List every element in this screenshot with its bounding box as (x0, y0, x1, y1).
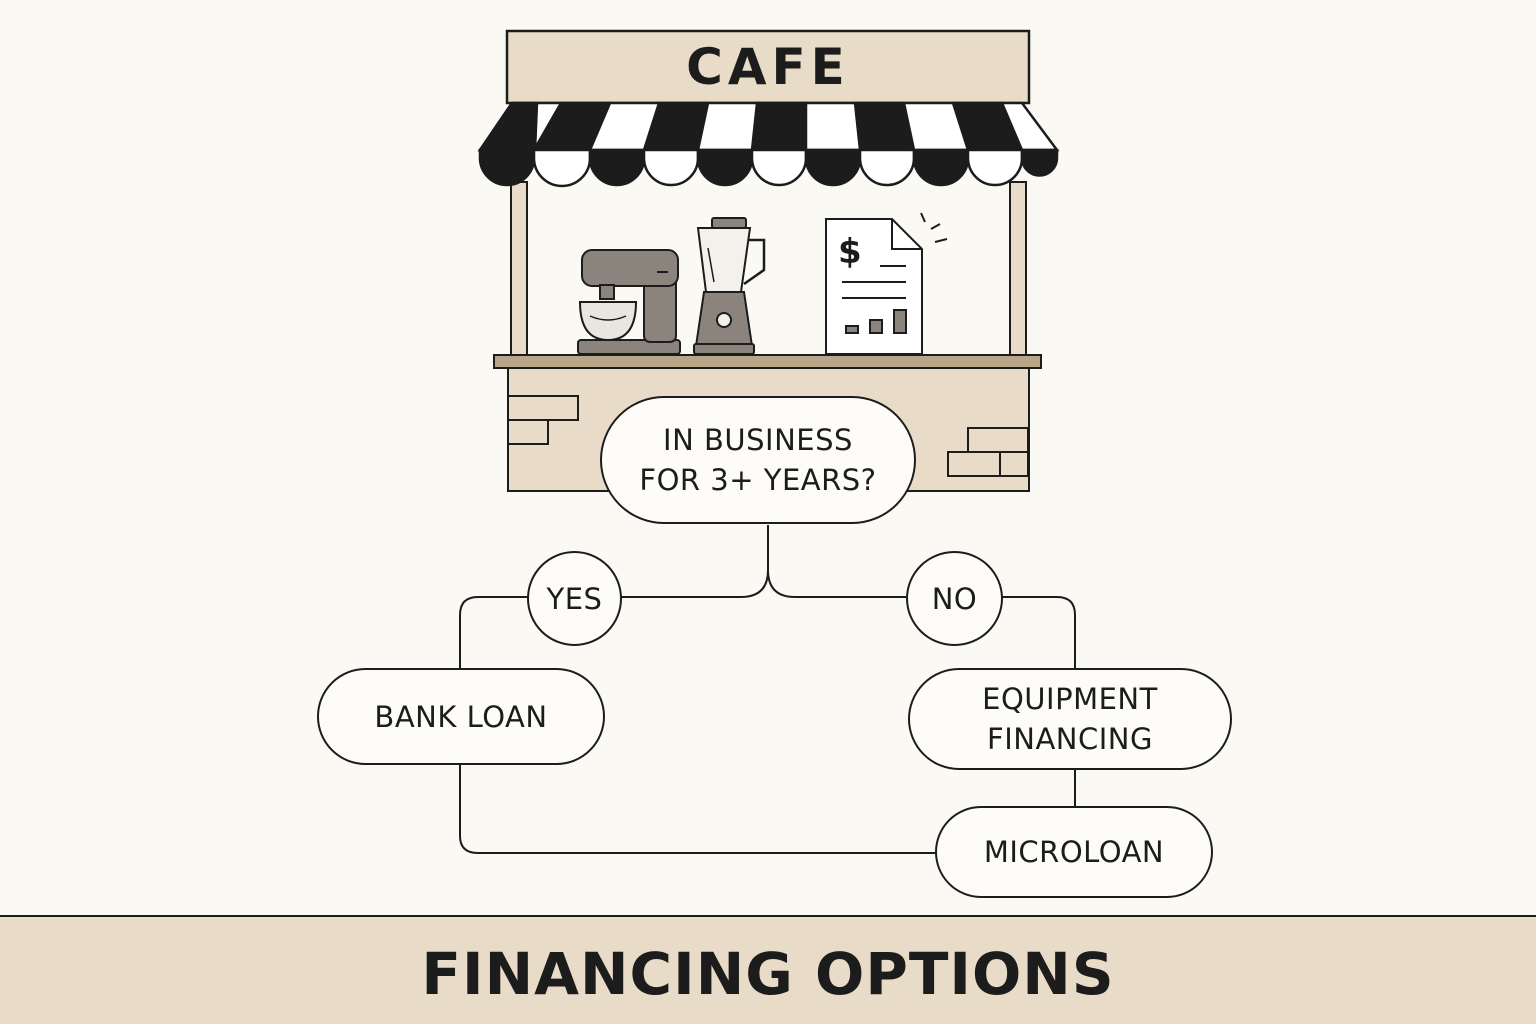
footer-banner: FINANCING OPTIONS (0, 915, 1536, 1024)
footer-title: FINANCING OPTIONS (421, 939, 1115, 1008)
equipment-financing-node: EQUIPMENT FINANCING (908, 668, 1232, 770)
yes-label: YES (546, 581, 603, 616)
question-line-1: IN BUSINESS (663, 423, 853, 457)
bank-loan-label: BANK LOAN (374, 699, 548, 734)
flowchart-connectors (459, 525, 1076, 854)
question-line-2: FOR 3+ YEARS? (639, 463, 877, 497)
counter-top (493, 354, 1042, 369)
equipment-financing-line-1: EQUIPMENT (982, 682, 1158, 716)
no-label: NO (931, 581, 978, 616)
cafe-sign-text: CAFE (686, 38, 850, 96)
stand-mixer-icon (577, 249, 681, 355)
equipment-financing-line-2: FINANCING (987, 722, 1153, 756)
right-post (1009, 181, 1027, 358)
question-node: IN BUSINESS FOR 3+ YEARS? (600, 396, 916, 524)
microloan-node: MICROLOAN (935, 806, 1213, 898)
brick-wall (507, 395, 1029, 477)
striped-awning (477, 101, 1060, 188)
no-branch-label: NO (906, 551, 1003, 646)
invoice-dollar-sign: $ (838, 232, 862, 272)
left-post (510, 181, 528, 358)
invoice-icon (825, 212, 948, 355)
blender-icon (693, 217, 766, 355)
microloan-label: MICROLOAN (983, 835, 1165, 869)
yes-branch-label: YES (527, 551, 622, 646)
bank-loan-node: BANK LOAN (317, 668, 605, 765)
